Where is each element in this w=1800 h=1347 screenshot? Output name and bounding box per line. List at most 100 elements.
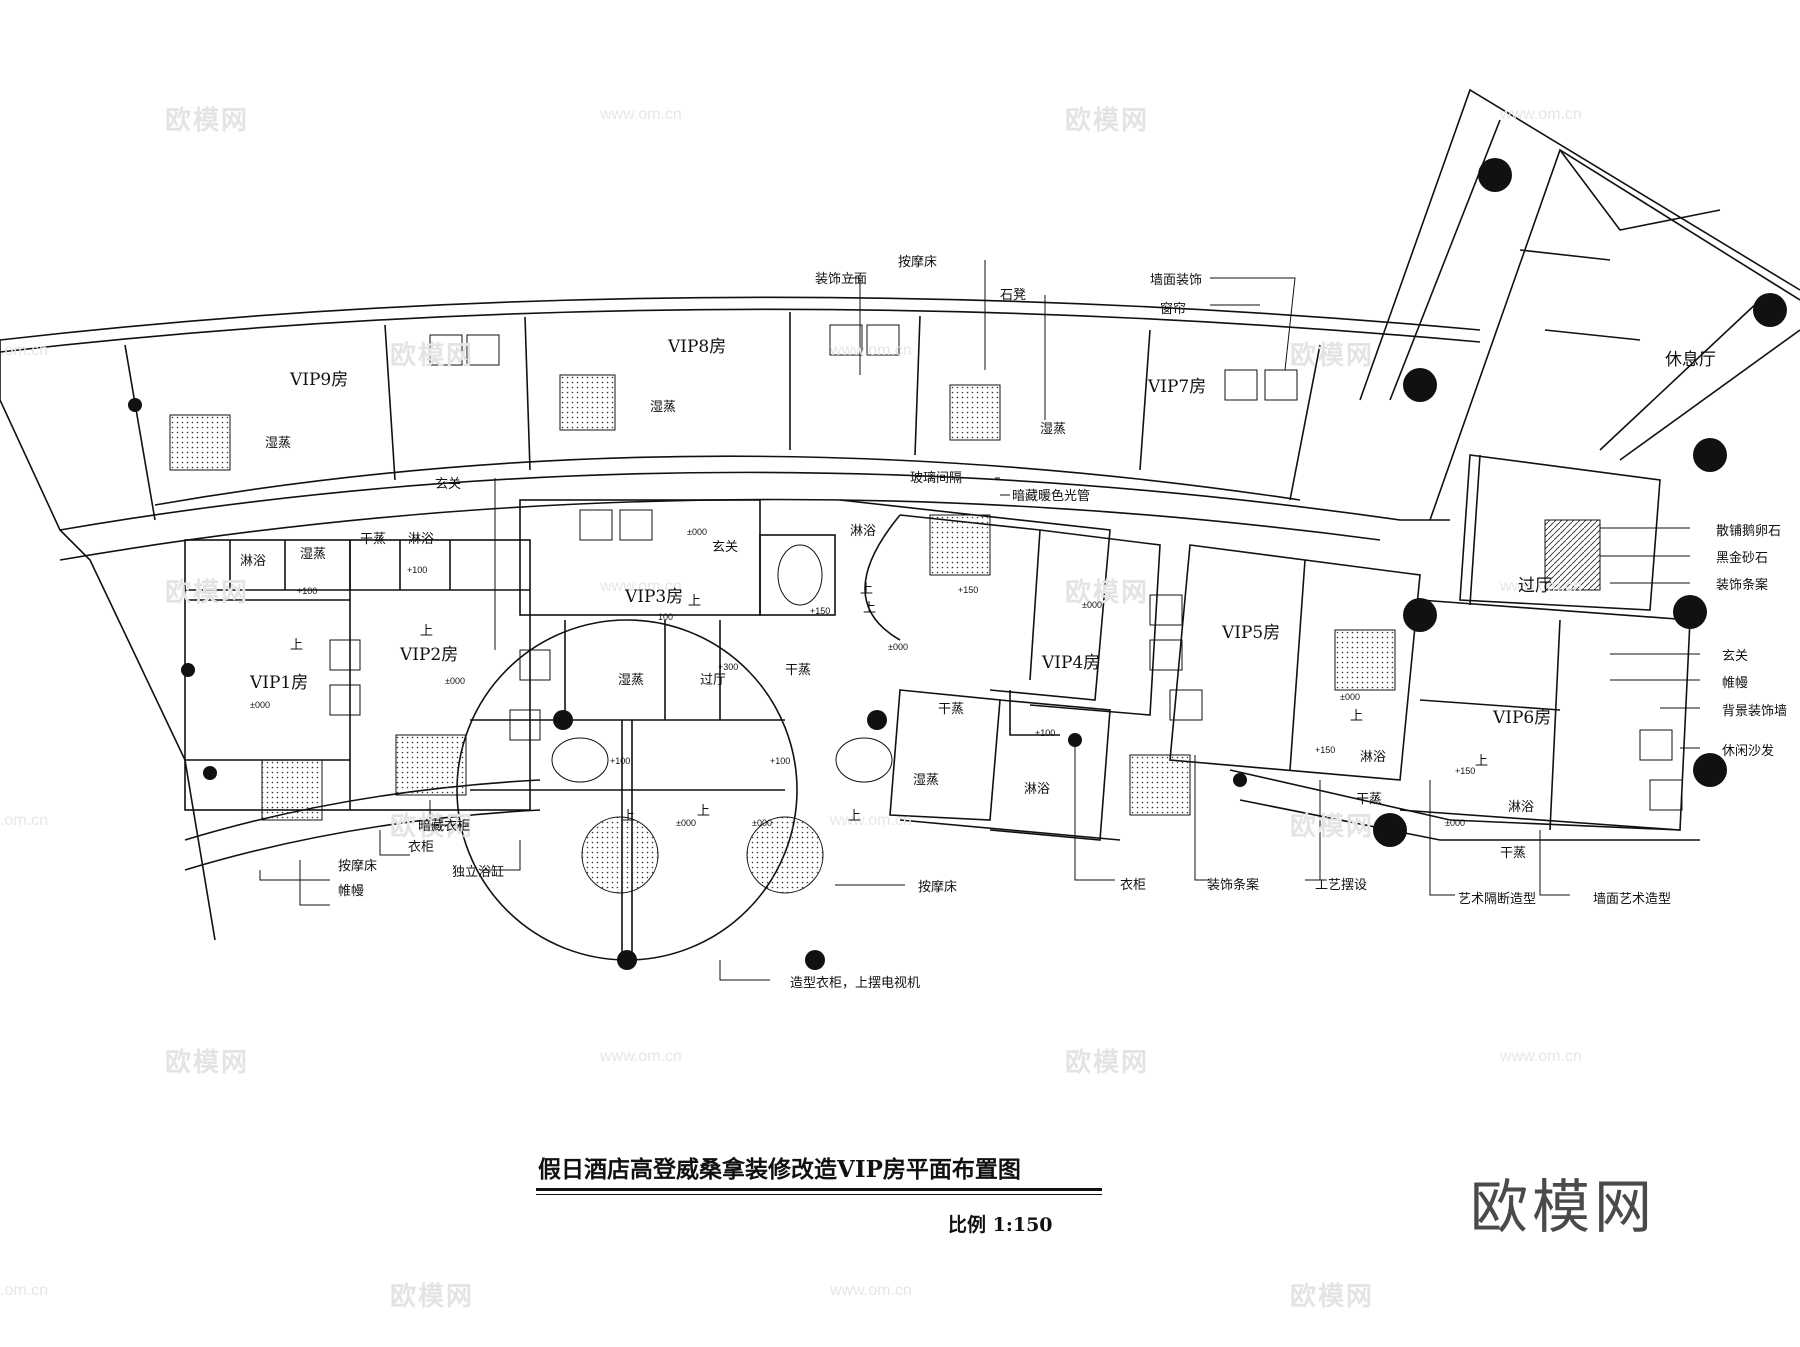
right-wing-wall: [1359, 88, 1800, 401]
note-leisure-sofa: 休闲沙发: [1722, 744, 1775, 759]
note-decor-strip: 装饰条案: [1716, 578, 1769, 593]
zone-dry-steam: 干蒸: [1500, 846, 1527, 861]
zone-dry-steam: 干蒸: [785, 663, 812, 678]
note-canopy: 帷幔: [1722, 676, 1749, 691]
vip1-bed: [261, 759, 323, 821]
title-underline: [536, 1188, 1102, 1191]
room-label-vip7: VIP7房: [1148, 377, 1207, 397]
zone-wet-steam: 湿蒸: [913, 773, 940, 788]
level-mark: +100: [407, 565, 428, 575]
zone-shower: 淋浴: [240, 554, 267, 569]
zone-wet-steam: 湿蒸: [1040, 422, 1067, 437]
note-backdrop-wall: 背景装饰墙: [1722, 704, 1788, 719]
level-mark: +100: [297, 586, 318, 596]
zone-up: 上: [622, 809, 636, 824]
watermark-url: www.om.cn: [830, 812, 912, 829]
outer-wall-north: [0, 296, 1481, 341]
note-black-sand: 黑金砂石: [1716, 551, 1769, 566]
level-mark: ±000: [1082, 600, 1102, 610]
watermark: 欧模网: [1065, 578, 1150, 608]
watermark: 欧模网: [390, 1282, 475, 1312]
room-label-vip4: VIP4房: [1042, 653, 1101, 673]
level-mark: ±000: [676, 818, 696, 828]
room-label-vip2: VIP2房: [400, 645, 459, 665]
corridor-wall-north: [59, 471, 1450, 531]
vip2-bed: [395, 734, 467, 796]
room-label-vip6: VIP6房: [1493, 708, 1552, 728]
note-massage-bed: 按摩床: [338, 859, 378, 874]
zone-up: 上: [860, 582, 874, 597]
watermark-url: www.om.cn: [1500, 1048, 1582, 1065]
zone-up: 上: [290, 638, 304, 653]
watermark-url: www.om.cn: [830, 342, 912, 359]
zone-wet-steam: 湿蒸: [265, 436, 292, 451]
left-wing-wall: [0, 399, 216, 941]
watermark: 欧模网: [165, 578, 250, 608]
watermark-url: .om.cn: [0, 812, 49, 829]
zone-shower: 淋浴: [1360, 750, 1387, 765]
note-wardrobe: 衣柜: [408, 840, 435, 855]
drawing-title: 假日酒店高登威桑拿装修改造VIP房平面布置图: [538, 1156, 1021, 1183]
note-pebbles: 散铺鹅卵石: [1716, 524, 1782, 539]
zone-dry-steam: 干蒸: [1356, 792, 1383, 807]
level-mark: +150: [958, 585, 979, 595]
zone-shower: 淋浴: [1024, 782, 1051, 797]
note-wall-art: 墙面艺术造型: [1593, 892, 1672, 907]
watermark: 欧模网: [1290, 341, 1375, 371]
zone-up: 上: [1350, 709, 1364, 724]
zone-wet-steam: 湿蒸: [300, 547, 327, 562]
note-glass-partition: 玻璃间隔: [910, 471, 963, 486]
level-mark: ±000: [445, 676, 465, 686]
level-mark: ±000: [1340, 692, 1360, 702]
note-massage-bed: 按摩床: [918, 880, 958, 895]
note-bathtub: 独立浴缸: [452, 865, 505, 880]
note-massage-bed: 按摩床: [898, 255, 938, 270]
note-wall-decor: 墙面装饰: [1150, 273, 1203, 288]
pebble-area: [1544, 519, 1601, 591]
brand-logo: 欧模网: [1470, 1173, 1657, 1241]
watermark-url: .om.cn: [0, 1282, 49, 1299]
watermark: 欧模网: [165, 1048, 250, 1078]
room-label-vip1: VIP1房: [250, 673, 309, 693]
note-hidden-wardrobe: 暗藏衣柜: [418, 819, 471, 834]
zone-shower: 淋浴: [850, 524, 877, 539]
level-mark: +150: [1455, 766, 1476, 776]
watermark: 欧模网: [1290, 812, 1375, 842]
level-mark: ±000: [1445, 818, 1465, 828]
level-mark: 100: [658, 612, 674, 622]
note-canopy: 帷幔: [338, 884, 365, 899]
rotunda-bed-left: [581, 816, 659, 894]
note-wardrobe-tv: 造型衣柜，上摆电视机: [790, 976, 921, 991]
room-label-lounge: 休息厅: [1665, 350, 1716, 370]
vip5-bed: [1334, 629, 1396, 691]
hall-right-walls: [1459, 454, 1661, 611]
vip8-bed: [559, 374, 616, 431]
zone-up: 上: [420, 624, 434, 639]
watermark-url: www.om.cn: [830, 1282, 912, 1299]
note-art-partition: 艺术隔断造型: [1458, 892, 1537, 907]
vip7-bed: [949, 384, 1001, 441]
watermark-url: .om.cn: [0, 342, 49, 359]
level-mark: +100: [770, 756, 791, 766]
level-mark: ±000: [250, 700, 270, 710]
watermark-url: www.om.cn: [600, 578, 682, 595]
watermark: 欧模网: [390, 341, 475, 371]
note-stone-bench: 石凳: [1000, 288, 1027, 303]
note-foyer: 玄关: [1722, 649, 1749, 664]
vip9-bed: [169, 414, 231, 471]
level-mark: ±000: [752, 818, 772, 828]
watermark-url: www.om.cn: [1500, 578, 1582, 595]
note-hidden-light: 暗藏暖色光管: [1012, 489, 1091, 504]
note-decor-strip: 装饰条案: [1207, 878, 1260, 893]
level-mark: +150: [810, 606, 831, 616]
room-label-vip3: VIP3房: [625, 587, 684, 607]
drawing-scale: 比例 1:150: [948, 1214, 1053, 1236]
note-craft-display: 工艺摆设: [1315, 878, 1368, 893]
zone-wet-steam: 湿蒸: [650, 400, 677, 415]
note-decor-elevation: 装饰立面: [815, 272, 868, 287]
rotunda-bed-right: [746, 816, 824, 894]
watermark: 欧模网: [165, 106, 250, 136]
room-label-hall-center: 过厅: [700, 673, 727, 688]
zone-dry-steam: 干蒸: [360, 532, 387, 547]
